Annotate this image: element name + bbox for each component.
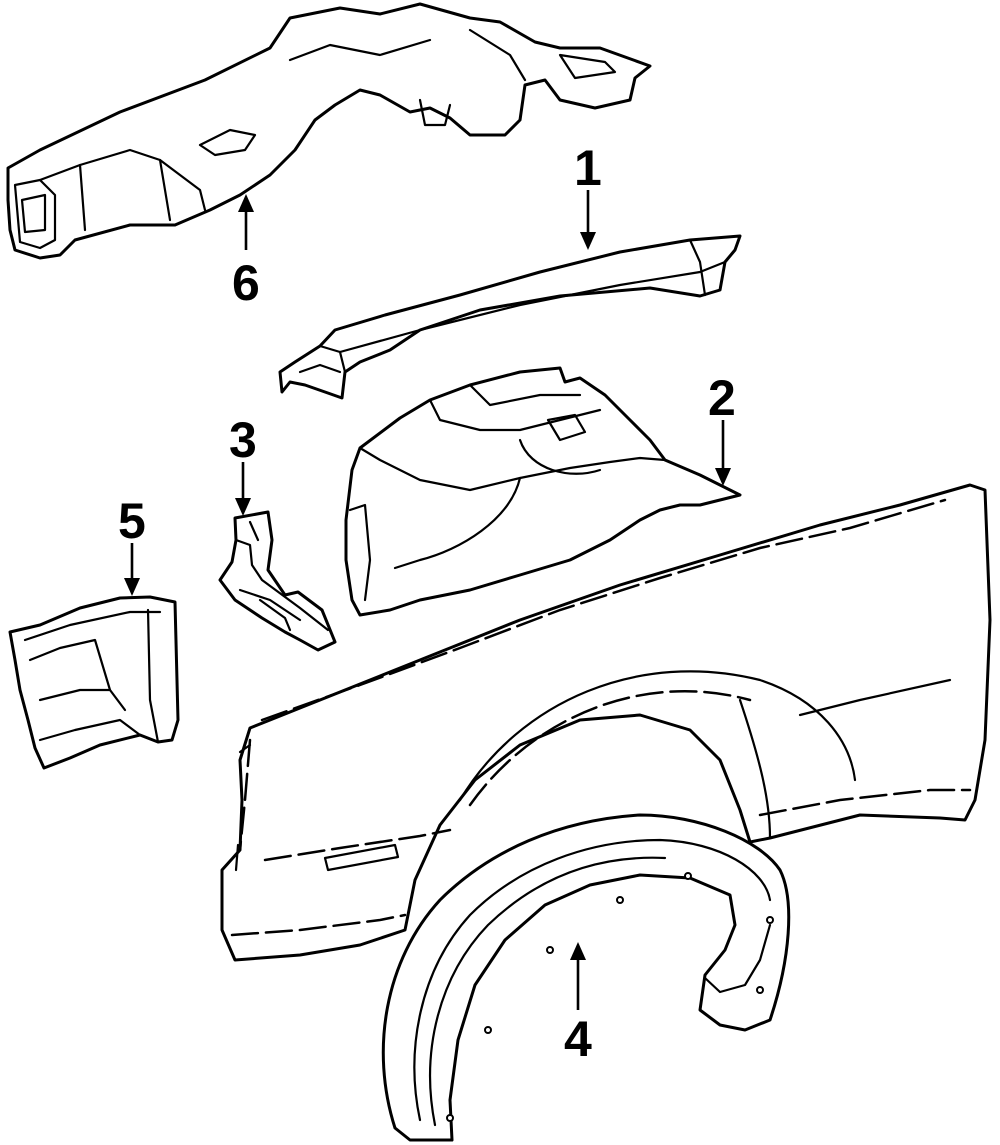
callout-5: 5 [118, 493, 146, 549]
callout-4: 4 [564, 1011, 592, 1067]
callout-2: 2 [708, 370, 736, 426]
arrowhead-3 [235, 498, 251, 516]
arrowhead-2 [715, 468, 731, 486]
upper-rail [278, 234, 742, 400]
arrowhead-4 [570, 942, 586, 960]
arrowhead-6 [238, 194, 254, 212]
support-bracket [218, 510, 337, 652]
callout-labels: 1 2 3 4 5 6 [118, 140, 736, 1067]
fender-panel [220, 483, 992, 962]
callout-1: 1 [574, 140, 602, 196]
arrowhead-1 [580, 232, 596, 250]
fender-liner [381, 813, 791, 1142]
arrowhead-5 [124, 578, 140, 596]
callout-3: 3 [229, 412, 257, 468]
corner-filler [8, 595, 180, 770]
callout-6: 6 [232, 255, 260, 311]
frame-rail-assembly [6, 2, 652, 260]
wheelhouse-apron [344, 366, 742, 617]
leader-lines [124, 190, 731, 1010]
